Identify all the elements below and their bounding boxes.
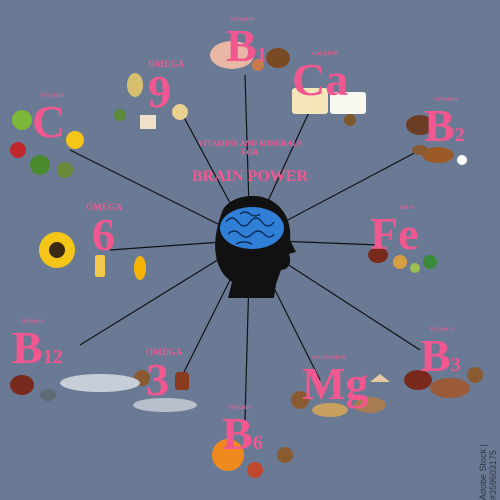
nutrient-b12: VITAMIN B12 (12, 320, 63, 371)
nutrient-b6: VITAMIN B6 (222, 406, 263, 457)
nutrient-caption: OMEGA (86, 202, 123, 212)
o9-food-icon (114, 73, 188, 129)
head-brain-illustration (215, 195, 296, 298)
nutrient-fe: IRON Fe (370, 206, 419, 257)
nutrient-caption: CALCIUM (312, 52, 339, 57)
stock-watermark: Adobe Stock | #359603175 (478, 444, 498, 500)
nutrient-symbol: Ca (292, 54, 349, 105)
nutrient-caption: VITAMIN (430, 328, 455, 333)
nutrient-caption: MAGNESIUM (312, 356, 347, 361)
nutrient-subscript: 1 (256, 44, 267, 66)
nutrient-c: VITAMIN C (32, 94, 65, 145)
nutrient-symbol: 6 (92, 209, 115, 260)
nutrient-ca: CALCIUM Ca (292, 52, 348, 103)
brain-icon (220, 207, 284, 249)
nutrient-b1: VITAMIN B1 (226, 18, 267, 69)
nutrient-caption: OMEGA (146, 347, 183, 357)
b1-food-icon (210, 41, 290, 71)
nutrient-caption: VITAMIN (20, 320, 45, 325)
nutrient-mg: MAGNESIUM Mg (302, 356, 368, 407)
c-food-icon (10, 110, 84, 178)
main-title: BRAIN POWER (191, 168, 308, 185)
ca-food-icon (292, 88, 366, 126)
nutrient-symbol: 3 (146, 354, 169, 405)
nutrient-symbol: B (222, 408, 253, 459)
food-illustrations (10, 41, 483, 478)
nutrient-subscript: 12 (42, 346, 63, 368)
nutrient-symbol: Fe (370, 208, 419, 259)
nutrient-omega3: OMEGA 3 (146, 348, 183, 403)
nutrient-caption: VITAMIN (228, 406, 253, 411)
nutrient-omega9: OMEGA 9 (148, 60, 185, 115)
nutrient-caption: OMEGA (148, 59, 185, 69)
nutrient-symbol: B (12, 322, 43, 373)
nutrient-subscript: 2 (454, 124, 465, 146)
b2-food-icon (406, 115, 467, 165)
nutrient-subscript: 6 (252, 432, 263, 454)
nutrient-b2: VITAMIN B2 (424, 98, 465, 149)
o6-food-icon (39, 232, 146, 280)
nutrient-caption: VITAMIN (230, 18, 255, 23)
title-block: VITAMINS AND MINERALS FOR (160, 139, 340, 158)
nutrient-symbol: Mg (302, 358, 369, 409)
nutrient-b3: VITAMIN B3 (420, 328, 461, 379)
b6-food-icon (212, 439, 293, 478)
nutrient-symbol: B (424, 100, 455, 151)
nutrient-caption: VITAMIN (40, 94, 65, 99)
nutrient-symbol: B (226, 20, 257, 71)
b12-food-icon (10, 374, 140, 401)
b3-food-icon (404, 367, 483, 398)
o3-food-icon (133, 370, 197, 412)
nutrient-subscript: 3 (450, 354, 461, 376)
fe-food-icon (368, 247, 437, 273)
nutrient-omega6: OMEGA 6 (86, 203, 123, 258)
nutrient-symbol: B (420, 330, 451, 381)
nutrient-symbol: C (32, 96, 66, 147)
mg-food-icon (291, 374, 390, 417)
nutrient-caption: IRON (400, 206, 415, 211)
nutrient-symbol: 9 (148, 66, 171, 117)
title-line-1: VITAMINS AND MINERALS (197, 139, 303, 148)
nutrient-caption: VITAMIN (434, 98, 459, 103)
title-line-2: FOR (241, 147, 259, 157)
